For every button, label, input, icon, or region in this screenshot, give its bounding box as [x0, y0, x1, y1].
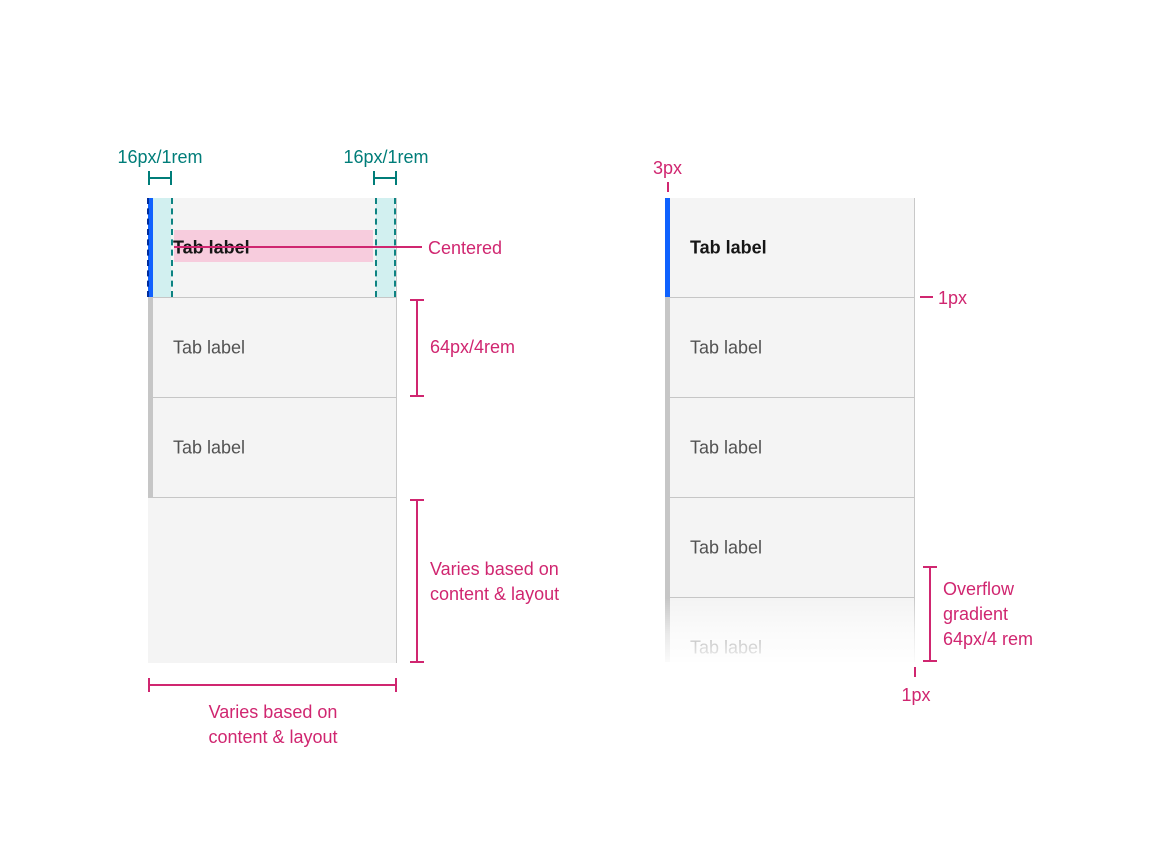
tab-label: Tab label [690, 537, 763, 557]
tab-item[interactable]: Tab label [665, 397, 915, 497]
tab-label: Tab label [690, 337, 763, 357]
centered-annotation: Centered [428, 238, 503, 258]
tab-item[interactable]: Tab label [148, 297, 397, 397]
divider-pointer-dash [920, 296, 933, 298]
stack-width-annotation: Varies based on content & layout [128, 700, 418, 750]
tab-item-overflow[interactable]: Tab label [665, 597, 915, 662]
tab-item[interactable]: Tab label [148, 397, 397, 497]
padding-right-dimension-marker [373, 171, 397, 185]
selected-tab-indicator [148, 198, 153, 297]
divider-width-annotation-top: 1px [938, 288, 968, 308]
panel-height-annotation-line2: content & layout [430, 584, 560, 604]
tab-height-bracket [410, 299, 424, 397]
unselected-tab-indicator [665, 298, 670, 397]
stack-width-annotation-line1: Varies based on [208, 702, 338, 722]
unselected-tab-indicator [665, 598, 670, 662]
selected-border-dashed-guide [147, 198, 149, 297]
unselected-tab-indicator [665, 498, 670, 597]
tab-label: Tab label [173, 337, 246, 357]
padding-left-dimension-marker [148, 171, 172, 185]
right-tab-stack: Tab label Tab label Tab label Tab label … [665, 198, 915, 662]
overflow-gradient-annotation: Overflow gradient 64px/4 rem [943, 577, 1033, 652]
stack-width-bracket [148, 678, 397, 692]
overflow-annotation-line1: Overflow [943, 579, 1015, 599]
tab-panel-area [148, 497, 397, 663]
panel-height-bracket [410, 499, 424, 663]
tab-label: Tab label [690, 437, 763, 457]
tab-label: Tab label [690, 637, 763, 657]
divider-width-annotation-bottom: 1px [901, 685, 931, 705]
tab-label: Tab label [690, 237, 767, 257]
tab-label: Tab label [173, 437, 246, 457]
unselected-tab-indicator [665, 398, 670, 497]
selected-border-tick [667, 182, 669, 192]
padding-highlight-left [153, 198, 171, 297]
divider-tick-bottom [914, 667, 916, 677]
tab-item[interactable]: Tab label [665, 497, 915, 597]
unselected-tab-indicator [148, 298, 153, 397]
tab-height-annotation: 64px/4rem [430, 337, 516, 357]
panel-height-annotation: Varies based on content & layout [430, 557, 559, 607]
centered-reference-line [174, 246, 422, 248]
padding-right-annotation: 16px/1rem [343, 147, 429, 167]
tab-item[interactable]: Tab label [665, 297, 915, 397]
padding-left-annotation: 16px/1rem [117, 147, 203, 167]
padding-dashed-guide [171, 198, 173, 297]
overflow-annotation-line2: gradient [943, 604, 1009, 624]
selected-border-width-annotation: 3px [653, 158, 683, 178]
unselected-tab-indicator [148, 398, 153, 497]
stack-width-annotation-line2: content & layout [208, 727, 338, 747]
selected-tab-indicator [665, 198, 670, 297]
overflow-gradient-bracket [923, 566, 937, 662]
tab-item-selected[interactable]: Tab label [665, 198, 915, 297]
panel-height-annotation-line1: Varies based on [430, 559, 559, 579]
left-tab-stack: Tab label Tab label Tab label [147, 198, 397, 663]
overflow-annotation-line3: 64px/4 rem [943, 629, 1034, 649]
